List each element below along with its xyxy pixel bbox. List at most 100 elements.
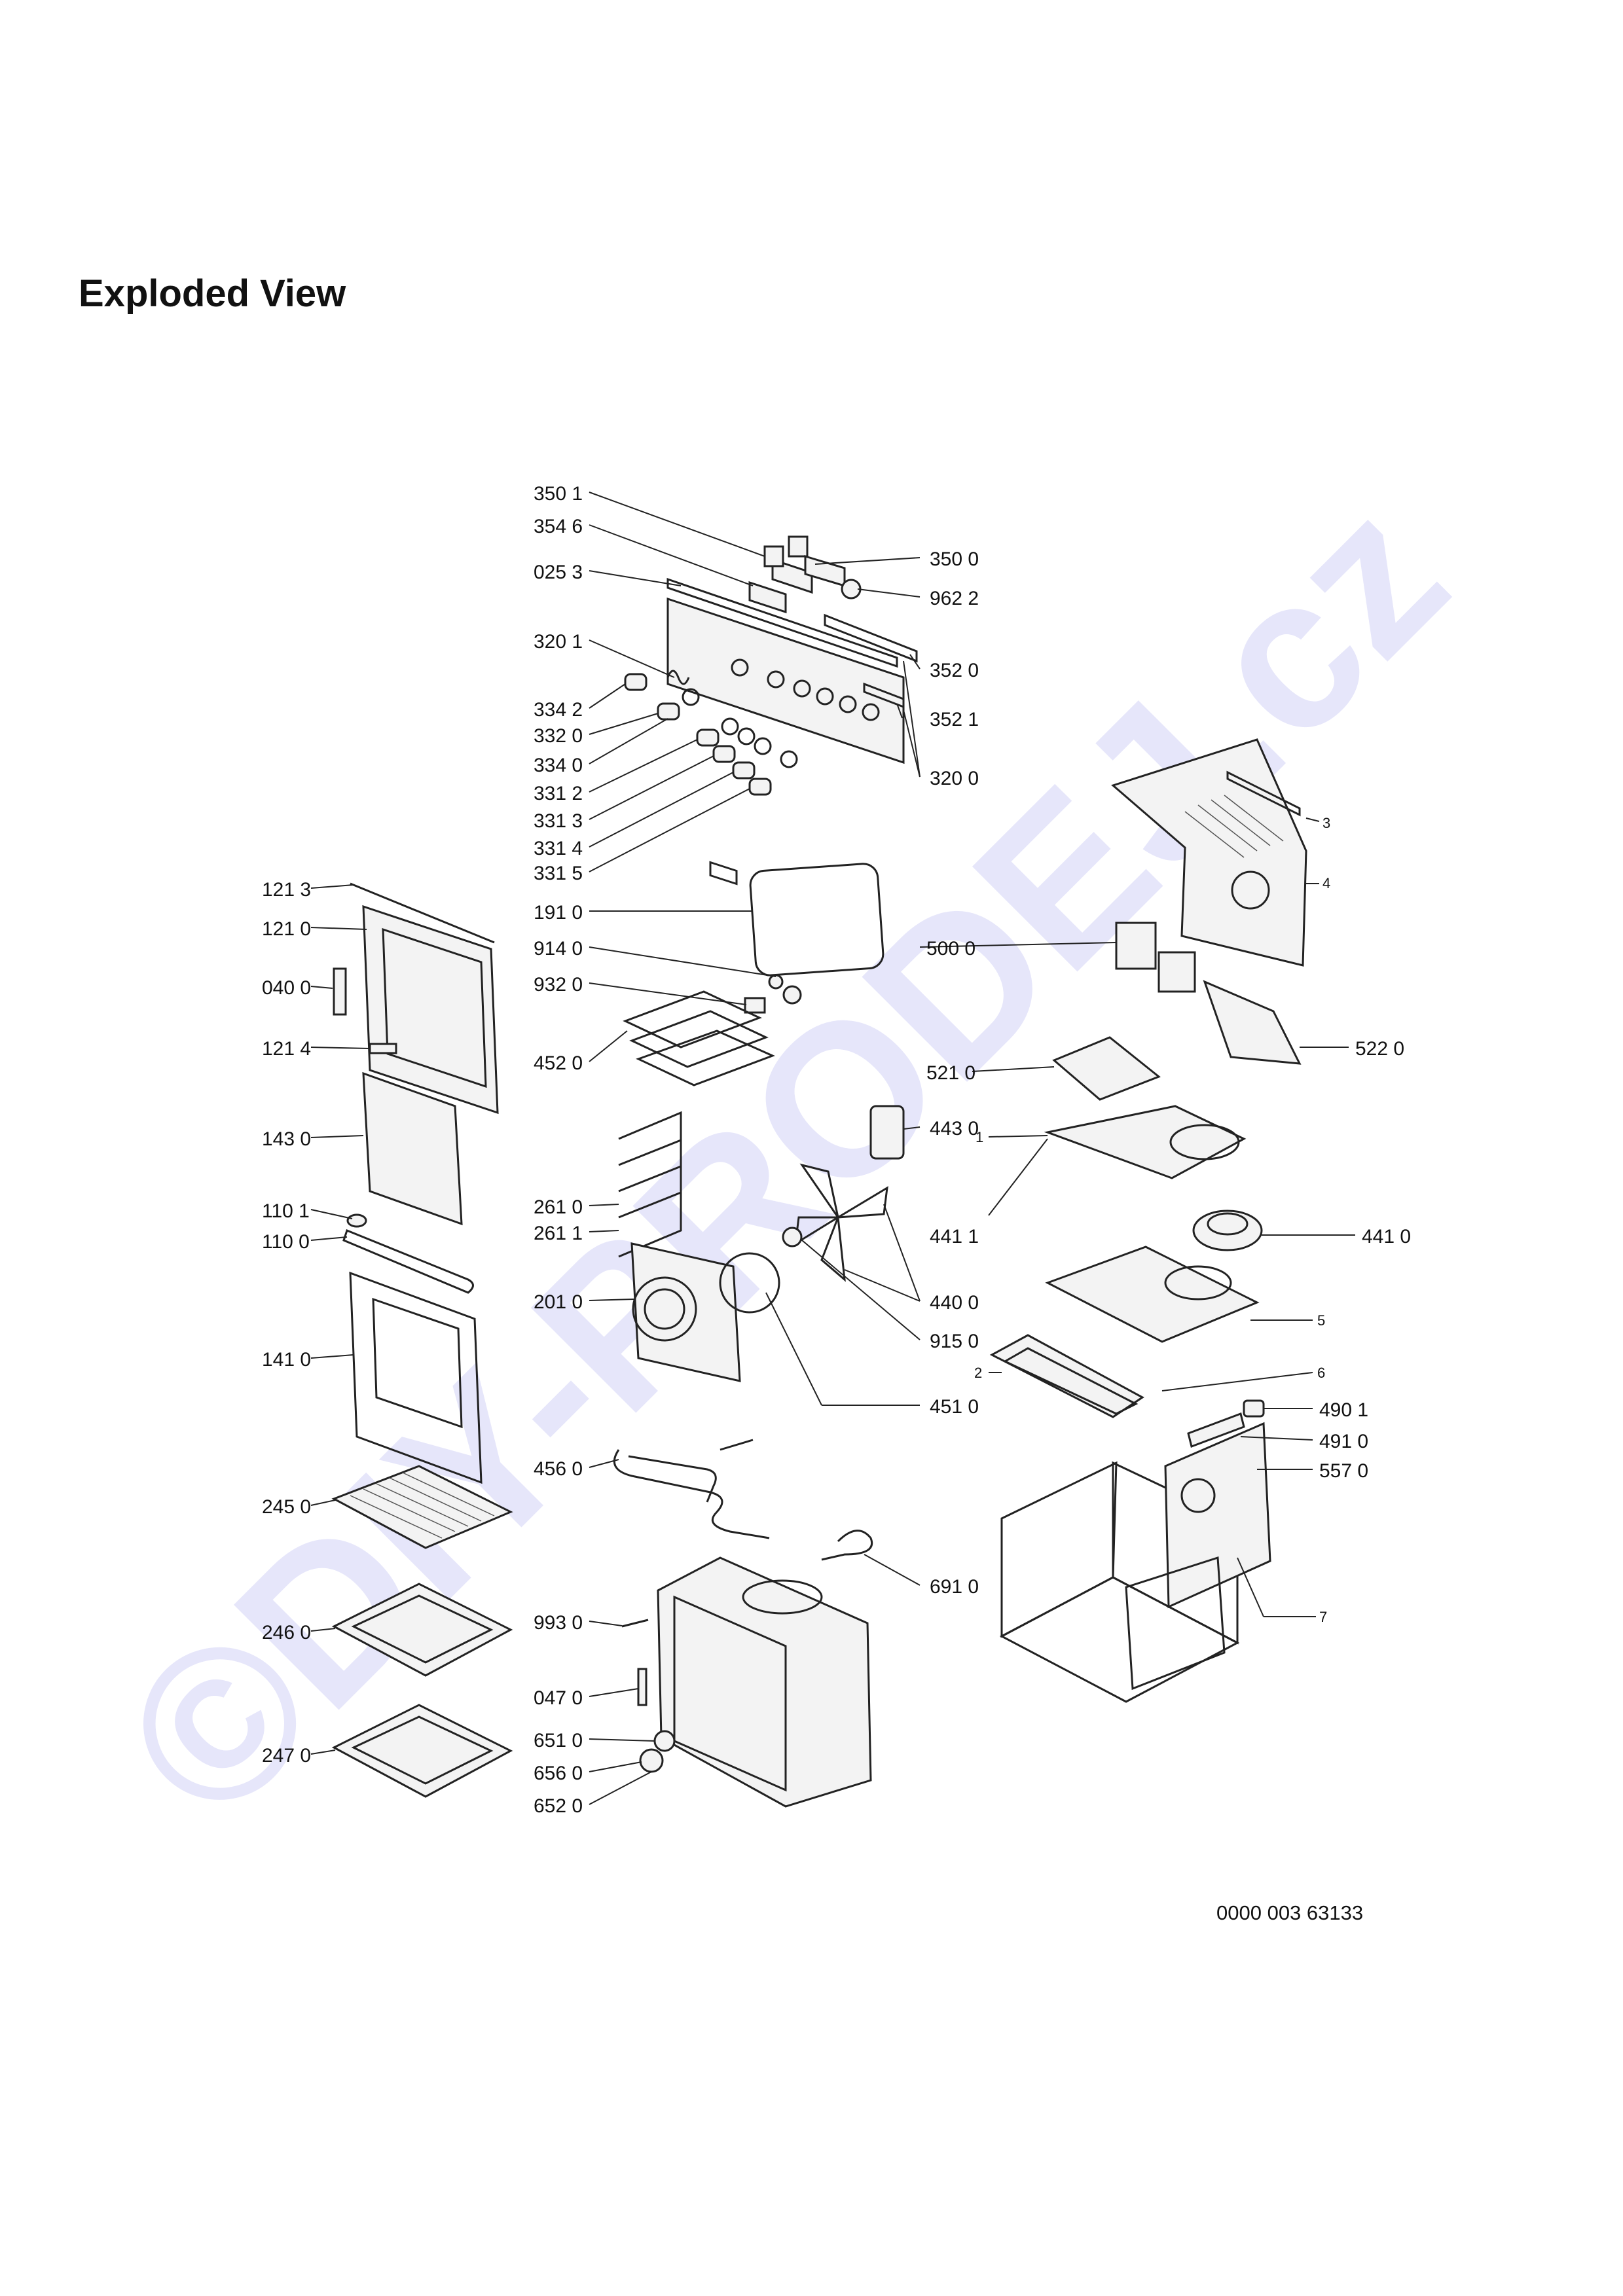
callout-110-0: 110 0: [262, 1231, 310, 1253]
door-glass: [362, 1071, 463, 1226]
callout-121-4: 121 4: [262, 1038, 311, 1060]
callout-350-0: 350 0: [930, 548, 979, 570]
spring-clip: [666, 670, 690, 685]
thermostat-probe: [821, 1530, 873, 1561]
knob-ring: [682, 688, 700, 706]
timer-module: [771, 558, 813, 594]
outer-door: [349, 1271, 483, 1484]
knob-cap: [841, 579, 862, 600]
callout-522-0: 522 0: [1355, 1038, 1404, 1060]
outer-casing: [999, 1422, 1271, 1703]
door-handle: [342, 1229, 474, 1294]
terminal-block: [1187, 1412, 1245, 1448]
knob-332-0: [657, 702, 680, 721]
callout-110-1: 110 1: [262, 1200, 310, 1222]
terminal-board: [1052, 1036, 1161, 1101]
callout-247-0: 247 0: [262, 1745, 311, 1767]
callout-331-5: 331 5: [534, 863, 583, 884]
knob-331-2: [696, 728, 720, 747]
rail-upper: [824, 613, 918, 663]
control-panel-fascia: [666, 597, 905, 764]
callout-491-0: 491 0: [1319, 1431, 1368, 1452]
knob-331-4: [732, 761, 756, 780]
callout-915-0: 915 0: [930, 1331, 979, 1352]
cooling-fan: [1192, 1210, 1263, 1251]
callout-331-3: 331 3: [534, 810, 583, 832]
door-group: [331, 882, 513, 1798]
callout-441-0: 441 0: [1362, 1226, 1411, 1247]
relay-module: [1115, 922, 1196, 993]
bracket-clip: [637, 1668, 647, 1706]
door-hinge: [333, 967, 347, 1016]
door-seal: [749, 863, 884, 977]
casing-group: [989, 738, 1307, 1703]
callout-3: 3: [1322, 815, 1330, 831]
callout-191-0: 191 0: [534, 902, 583, 924]
oven-interior-group: [613, 863, 884, 1808]
rear-cover: [1110, 738, 1307, 967]
callout-352-1: 352 1: [930, 709, 979, 730]
callout-320-1: 320 1: [534, 631, 583, 653]
handle-end-cap: [346, 1213, 367, 1228]
callout-201-0: 201 0: [534, 1291, 583, 1313]
knob-331-3: [712, 745, 736, 763]
callout-354-6: 354 6: [534, 516, 583, 537]
callout-040-0: 040 0: [262, 977, 311, 999]
callout-7: 7: [1319, 1609, 1327, 1625]
callout-2: 2: [974, 1365, 982, 1381]
fan-blade: [794, 1163, 888, 1282]
display-bracket: [748, 581, 787, 614]
callout-320-0: 320 0: [930, 768, 979, 789]
callout-441-1: 441 1: [930, 1226, 979, 1247]
callout-261-0: 261 0: [534, 1196, 583, 1218]
callout-352-0: 352 0: [930, 660, 979, 681]
side-rails: [618, 1111, 682, 1258]
callout-350-1: 350 1: [534, 483, 583, 505]
document-number: 0000 003 63133: [1216, 1901, 1364, 1924]
fan-motor-group: [782, 1105, 905, 1282]
callout-121-0: 121 0: [262, 918, 311, 940]
callout-914-0: 914 0: [534, 938, 583, 960]
control-board: [1203, 980, 1302, 1065]
rear-panel: [630, 1242, 741, 1382]
baking-tray-shallow: [331, 1583, 513, 1677]
callout-labels: 350 1 354 6 025 3 320 1 334 2 332 0 334 …: [262, 483, 1411, 1817]
switch-knob: [653, 1730, 676, 1752]
page-title: Exploded View: [79, 272, 346, 315]
callout-331-2: 331 2: [534, 783, 583, 804]
cooling-duct: [1044, 1105, 1247, 1179]
timer-button-left: [763, 545, 784, 567]
top-heating-element: [613, 1449, 770, 1539]
callout-962-2: 962 2: [930, 588, 979, 609]
door-top-trim: [350, 882, 495, 944]
callout-993-0: 993 0: [534, 1612, 583, 1634]
callout-025-3: 025 3: [534, 562, 583, 583]
knob-334-2: [624, 673, 647, 691]
inner-door-frame: [362, 905, 499, 1115]
knob-331-5: [748, 778, 772, 796]
lamp-cover: [782, 985, 802, 1005]
rail-lower: [863, 682, 905, 709]
control-panel-group: [666, 535, 918, 886]
callout-452-0: 452 0: [534, 1052, 583, 1074]
callout-557-0: 557 0: [1319, 1460, 1368, 1482]
callout-047-0: 047 0: [534, 1687, 583, 1709]
shelf-support: [623, 990, 775, 1086]
trim-strip: [666, 577, 898, 668]
front-vent: [989, 1334, 1144, 1418]
callout-521-0: 521 0: [926, 1062, 976, 1084]
callout-490-1: 490 1: [1319, 1399, 1368, 1421]
callout-121-3: 121 3: [262, 879, 311, 901]
callout-261-1: 261 1: [534, 1223, 583, 1244]
callout-246-0: 246 0: [262, 1622, 311, 1643]
callout-656-0: 656 0: [534, 1763, 583, 1784]
leader-lines: [310, 492, 1355, 1805]
fan-motor: [869, 1105, 905, 1160]
callout-456-0: 456 0: [534, 1458, 583, 1480]
oven-cavity: [657, 1556, 872, 1808]
washer: [768, 974, 784, 990]
timer-button-right: [788, 535, 809, 558]
callout-4: 4: [1322, 875, 1330, 891]
lamp-holder: [744, 997, 766, 1014]
